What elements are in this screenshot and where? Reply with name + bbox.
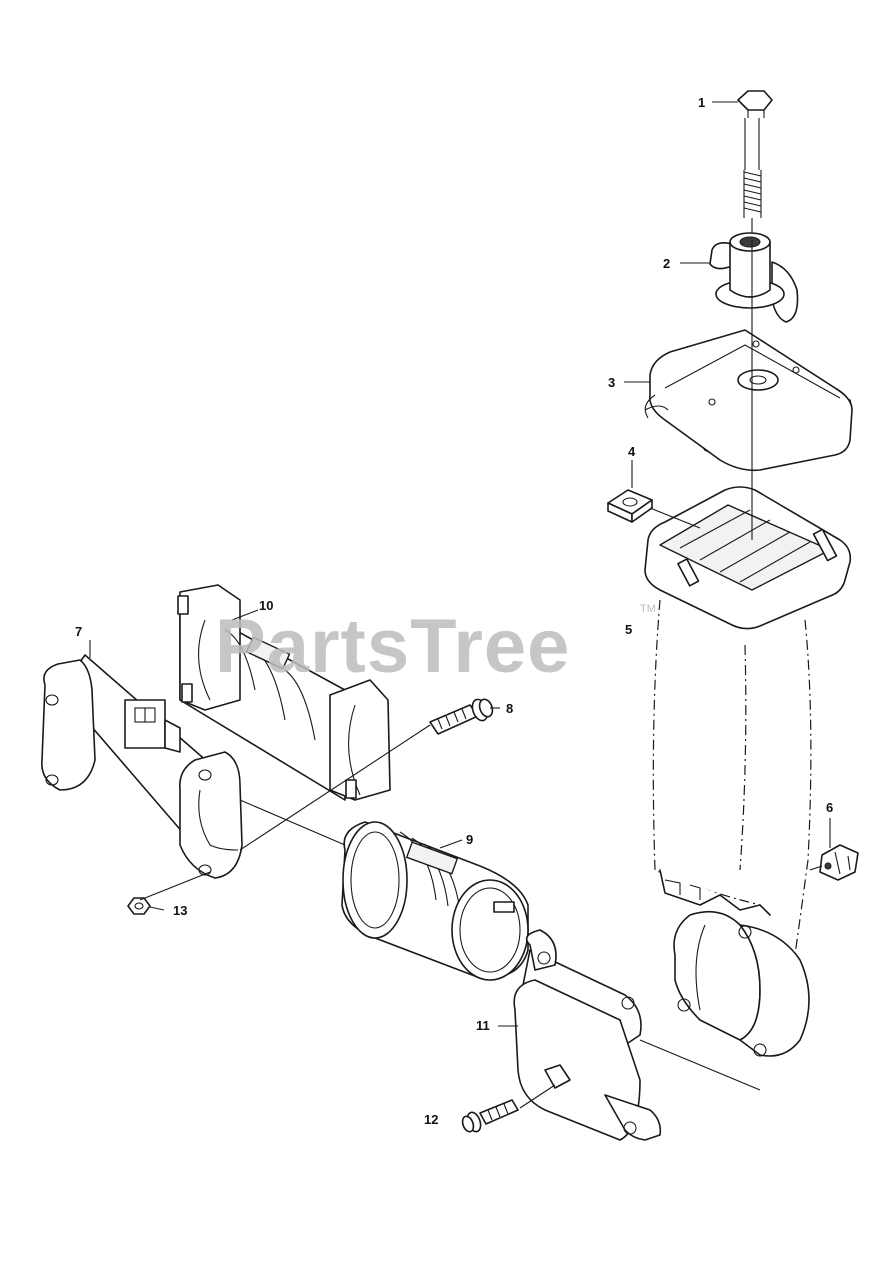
callout-leaders	[89, 101, 831, 1027]
part-4-square-nut[interactable]	[607, 489, 653, 523]
callout-labels: 1 2 3 4 5 6 7 8 9 10 11 12 13	[75, 95, 833, 1127]
callout-12[interactable]: 12	[424, 1112, 438, 1127]
part-9-coupling-sleeve[interactable]	[341, 821, 529, 981]
part-3-handle-cover[interactable]	[644, 329, 853, 472]
part-10-clamp-half[interactable]	[177, 584, 391, 801]
part-11-lower-clamp[interactable]	[513, 929, 761, 1141]
callout-1[interactable]: 1	[698, 95, 705, 110]
watermark-trademark: TM	[640, 603, 656, 615]
assembly-lines	[139, 240, 823, 1109]
part-6-clip[interactable]	[819, 844, 859, 881]
callout-5[interactable]: 5	[625, 622, 632, 637]
part-12-bolt[interactable]	[461, 1099, 519, 1133]
part-8-screw[interactable]	[429, 697, 495, 735]
part-2-wing-nut[interactable]	[709, 232, 799, 323]
part-5-handle-grip[interactable]	[644, 486, 852, 991]
grip-clamp-ring[interactable]	[673, 910, 810, 1057]
part-1-bolt[interactable]	[737, 90, 773, 240]
callout-3[interactable]: 3	[608, 375, 615, 390]
part-7-tube-clamp[interactable]	[41, 654, 243, 879]
callout-9[interactable]: 9	[466, 832, 473, 847]
watermark: PartsTree TM	[215, 603, 656, 689]
callout-13[interactable]: 13	[173, 903, 187, 918]
callout-8[interactable]: 8	[506, 701, 513, 716]
callout-4[interactable]: 4	[628, 444, 636, 459]
callout-10[interactable]: 10	[259, 598, 273, 613]
callout-7[interactable]: 7	[75, 624, 82, 639]
callout-6[interactable]: 6	[826, 800, 833, 815]
callout-11[interactable]: 11	[476, 1018, 490, 1033]
callout-2[interactable]: 2	[663, 256, 670, 271]
part-13-nut[interactable]	[127, 897, 151, 915]
watermark-text: PartsTree	[215, 604, 570, 689]
